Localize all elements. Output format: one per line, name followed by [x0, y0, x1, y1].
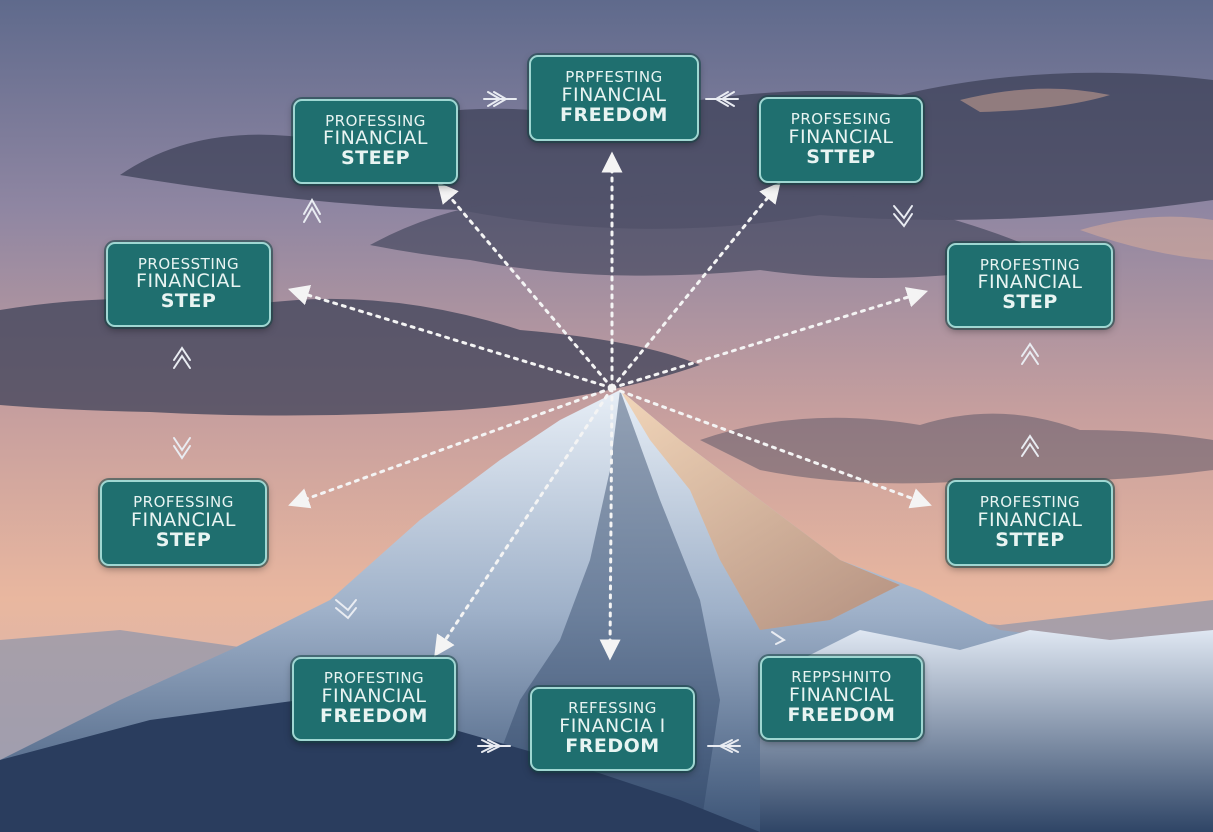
- node-mid-right: PROFESTING FINANCIAL STEP: [947, 243, 1113, 328]
- node-line: FREEDOM: [320, 704, 428, 727]
- node-top: PRPFESTING FINANCIAL FREEDOM: [529, 55, 699, 141]
- chevron-icon: [173, 437, 191, 460]
- ray-bottom-center: [599, 386, 621, 661]
- node-line: PRPFESTING: [565, 68, 663, 87]
- chevron-icon: [303, 197, 321, 223]
- node-line: FINANCIAL: [788, 125, 894, 148]
- chevron-icon: [477, 739, 511, 753]
- node-line: FREEDOM: [560, 103, 668, 126]
- node-line: PROFESTING: [979, 493, 1081, 512]
- node-line: STEP: [1002, 291, 1058, 314]
- node-lower-left: PROFESSING FINANCIAL STEP: [100, 480, 267, 566]
- node-line: FINANCIAL: [977, 271, 1083, 294]
- chevron-icon: [335, 599, 357, 620]
- node-line: FINANCIAL: [977, 508, 1083, 531]
- connector-rays: [287, 151, 932, 661]
- node-line: STEP: [155, 528, 212, 551]
- ray-mid-left: [287, 285, 614, 390]
- ray-upper-left: [437, 181, 614, 390]
- foreground-ridge: [0, 700, 760, 832]
- chevron-icon: [771, 631, 786, 645]
- node-upper-left: PROFESSING FINANCIAL STEEP: [293, 99, 458, 184]
- node-line: PROFESTING: [979, 255, 1081, 274]
- node-line: FINANCIAL: [323, 127, 428, 150]
- chevron-icon: [707, 739, 741, 753]
- node-line: FINANCIAL: [321, 684, 427, 707]
- cloud-highlights: [960, 88, 1213, 260]
- chevron-icon: [173, 346, 191, 369]
- ray-upper-right: [610, 181, 781, 390]
- ray-mid-right: [610, 287, 929, 390]
- node-line: FINANCIAL: [131, 508, 236, 531]
- chevron-markers: [173, 91, 1039, 753]
- node-line: FINANCIAL: [789, 683, 894, 706]
- ray-lower-left: [288, 386, 614, 509]
- node-line: PROESSTING: [137, 254, 240, 273]
- chevron-icon: [705, 91, 739, 107]
- node-bottom-left: PROFESTING FINANCIAL FREEDOM: [292, 657, 456, 741]
- node-line: REFESSING: [568, 699, 657, 718]
- node-line: STEP: [160, 290, 217, 313]
- node-line: FREDOM: [565, 734, 660, 757]
- node-line: PROFESTING: [323, 669, 425, 688]
- ray-bottom-left: [434, 386, 614, 657]
- node-line: FINANCIAL: [136, 270, 241, 293]
- node-line: FINANCIAL: [561, 83, 667, 106]
- node-upper-right: PROFSESING FINANCIAL STTEP: [759, 97, 923, 183]
- node-bottom-center: REFESSING FINANCIA I FREDOM: [530, 687, 695, 771]
- clouds: [0, 72, 1213, 484]
- node-line: STEEP: [340, 147, 411, 170]
- node-line: STTEP: [995, 528, 1065, 551]
- chevron-icon: [1021, 434, 1039, 457]
- node-mid-left: PROESSTING FINANCIAL STEP: [106, 242, 271, 327]
- node-bottom-right: REPPSHNITO FINANCIAL FREEDOM: [760, 656, 923, 740]
- node-line: PROFESSING: [133, 493, 234, 512]
- chevron-icon: [893, 205, 913, 228]
- chevron-icon: [1021, 342, 1039, 365]
- node-line: FREEDOM: [787, 703, 896, 726]
- node-lower-right: PROFESTING FINANCIAL STTEP: [947, 480, 1113, 566]
- node-line: PROFESSING: [325, 111, 426, 130]
- ray-lower-right: [610, 386, 932, 509]
- node-line: FINANCIA I: [559, 714, 666, 737]
- mountain-lit-face: [620, 390, 900, 630]
- node-line: REPPSHNITO: [791, 668, 892, 687]
- node-line: STTEP: [806, 145, 876, 168]
- chevron-icon: [483, 91, 517, 107]
- node-line: PROFSESING: [790, 110, 892, 129]
